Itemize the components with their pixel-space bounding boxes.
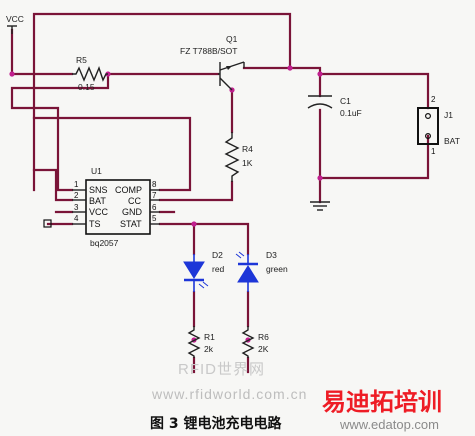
r1-ref: R1 xyxy=(204,332,215,342)
r6-ref: R6 xyxy=(258,332,269,342)
brand-name: 易迪拓培训 xyxy=(322,388,442,416)
resistor-r1: R1 2k xyxy=(187,326,215,358)
junction-node xyxy=(317,175,323,181)
wire-comp-loop xyxy=(32,116,192,192)
ground-symbol xyxy=(310,201,330,211)
resistor-r4: R4 1K xyxy=(224,132,253,182)
pin-name: GND xyxy=(122,207,143,217)
r6-value: 2K xyxy=(258,344,269,354)
vcc-net: VCC xyxy=(6,14,24,34)
u1-pin: 7 CC xyxy=(128,191,160,206)
u1-ref: U1 xyxy=(91,166,102,176)
c1-value: 0.1uF xyxy=(340,108,362,118)
j1-label: BAT xyxy=(444,136,460,146)
u1-pin: 1 SNS xyxy=(72,180,108,195)
pin-number: 5 xyxy=(152,214,157,223)
wire-top-frame xyxy=(32,12,292,192)
j1-pin-1: 1 xyxy=(431,147,436,156)
brand-logo: 易迪拓培训 www.edatop.com xyxy=(322,388,442,432)
wire-r4-cc xyxy=(158,180,234,202)
pin-number: 4 xyxy=(74,214,79,223)
wire-bat-return xyxy=(318,134,430,180)
resistor-r5: R5 0.15 xyxy=(72,55,108,92)
junction-node xyxy=(9,71,15,77)
wire-sense xyxy=(10,72,110,192)
pin-number: 7 xyxy=(152,191,157,200)
pin-name: COMP xyxy=(115,185,142,195)
u1-part: bq2057 xyxy=(90,238,119,248)
figure-caption: 图 3 锂电池充电电路 xyxy=(150,415,282,432)
watermark-line1: RFID世界网 xyxy=(178,361,265,378)
q1-part: FZ T788B/SOT xyxy=(180,46,237,56)
pin-name: STAT xyxy=(120,219,142,229)
r1-value: 2k xyxy=(204,344,214,354)
u1-pin: 2 BAT xyxy=(72,191,106,206)
led-d2: D2 red xyxy=(183,250,225,292)
wire-bat-pin xyxy=(32,168,74,202)
pin-number: 1 xyxy=(74,180,79,189)
pin-name: VCC xyxy=(89,207,109,217)
q1-ref: Q1 xyxy=(226,34,238,44)
pin-name: CC xyxy=(128,196,141,206)
wire-stat xyxy=(158,222,250,256)
pin-number: 3 xyxy=(74,203,79,212)
ic-u1: U1 bq2057 1 SNS 2 BAT 3 VCC 4 TS 8 COMP xyxy=(43,166,160,248)
junction-node xyxy=(191,221,197,227)
c1-ref: C1 xyxy=(340,96,351,106)
u1-pin: 6 GND xyxy=(122,203,160,217)
d3-ref: D3 xyxy=(266,250,277,260)
pin-number: 6 xyxy=(152,203,157,212)
u1-pin: 3 VCC xyxy=(72,203,109,217)
vcc-label: VCC xyxy=(6,14,24,24)
connector-j1: 2 1 J1 BAT xyxy=(417,95,460,156)
d3-color: green xyxy=(266,264,288,274)
pin-number: 2 xyxy=(74,191,79,200)
pin-name: TS xyxy=(89,219,101,229)
brand-url: www.edatop.com xyxy=(339,417,439,432)
transistor-q1: Q1 FZ T788B/SOT xyxy=(180,34,245,91)
capacitor-c1: C1 0.1uF xyxy=(307,95,362,118)
u1-pin: 5 STAT xyxy=(120,214,160,229)
j1-ref: J1 xyxy=(444,110,453,120)
r4-value: 1K xyxy=(242,158,253,168)
r5-ref: R5 xyxy=(76,55,87,65)
led-d3: D3 green xyxy=(235,250,288,292)
pin-number: 8 xyxy=(152,180,157,189)
resistor-r6: R6 2K xyxy=(241,326,269,358)
u1-pin: 8 COMP xyxy=(115,180,160,195)
pin-name: SNS xyxy=(89,185,108,195)
watermark-line2: www.rfidworld.com.cn xyxy=(151,386,307,402)
r4-ref: R4 xyxy=(242,144,253,154)
d2-color: red xyxy=(212,264,225,274)
r5-value: 0.15 xyxy=(78,82,95,92)
pin-name: BAT xyxy=(89,196,106,206)
j1-pin-2: 2 xyxy=(431,95,436,104)
junction-node xyxy=(287,65,293,71)
wire-q1-to-right xyxy=(242,66,430,110)
u1-pin: 4 TS xyxy=(72,214,101,229)
d2-ref: D2 xyxy=(212,250,223,260)
junction-node xyxy=(317,71,323,77)
